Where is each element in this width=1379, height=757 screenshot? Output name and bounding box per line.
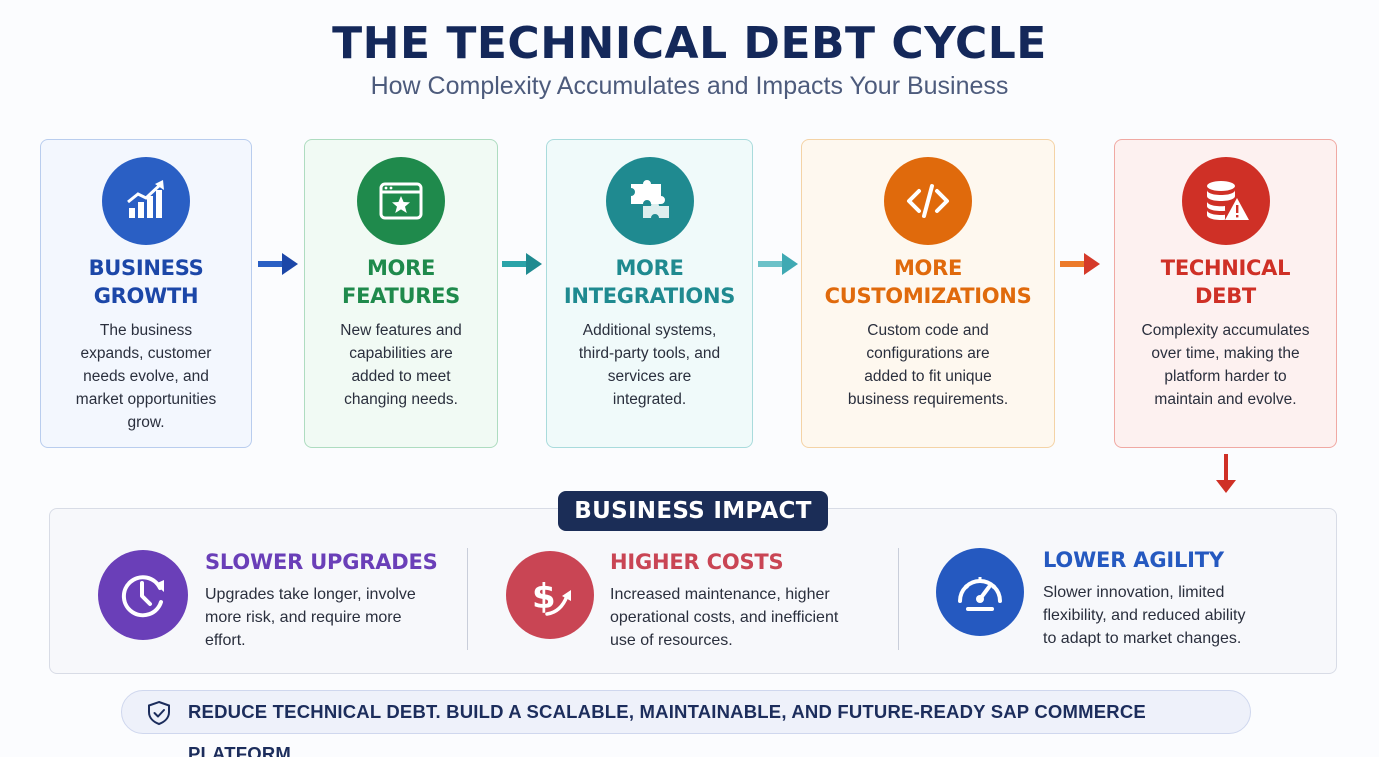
card-title: MORE FEATURES bbox=[342, 256, 460, 308]
database-warning-icon bbox=[1181, 157, 1270, 245]
divider bbox=[898, 548, 899, 650]
arrow-right-icon bbox=[758, 253, 798, 275]
card-description: Additional systems, third-party tools, a… bbox=[578, 322, 721, 408]
card-description: New features and capabilities are added … bbox=[340, 322, 462, 408]
browser-star-icon bbox=[357, 157, 445, 245]
speedometer-icon bbox=[936, 548, 1024, 636]
card-more-features: MORE FEATURES New features and capabilit… bbox=[304, 139, 498, 448]
dollar-arrow-icon: $ bbox=[506, 551, 594, 639]
code-icon bbox=[884, 157, 972, 245]
card-title: TECHNICAL DEBT bbox=[1160, 256, 1291, 308]
arrow-right-icon bbox=[1060, 253, 1100, 275]
page-subtitle: How Complexity Accumulates and Impacts Y… bbox=[370, 72, 1009, 100]
page-title: THE TECHNICAL DEBT CYCLE bbox=[332, 18, 1047, 69]
impact-description: Increased maintenance, higher operationa… bbox=[610, 586, 839, 649]
arrow-right-icon bbox=[502, 253, 542, 275]
footer-banner: REDUCE TECHNICAL DEBT. BUILD A SCALABLE,… bbox=[121, 690, 1251, 757]
impact-title: SLOWER UPGRADES bbox=[205, 550, 438, 574]
card-more-integrations: MORE INTEGRATIONS Additional systems, th… bbox=[546, 139, 753, 448]
card-title: MORE INTEGRATIONS bbox=[563, 256, 736, 308]
card-description: Custom code and configurations are added… bbox=[847, 322, 1009, 408]
impact-description: Slower innovation, limited flexibility, … bbox=[1043, 584, 1246, 647]
card-business-growth: BUSINESS GROWTH The business expands, cu… bbox=[40, 139, 252, 448]
impact-title: HIGHER COSTS bbox=[610, 550, 784, 574]
card-description: The business expands, customer needs evo… bbox=[75, 322, 217, 431]
card-technical-debt: TECHNICAL DEBT Complexity accumulates ov… bbox=[1114, 139, 1337, 448]
clock-icon bbox=[98, 550, 188, 640]
business-impact-panel bbox=[49, 508, 1337, 674]
growth-chart-icon bbox=[102, 157, 190, 245]
arrow-down-icon bbox=[1216, 454, 1236, 493]
svg-text:$: $ bbox=[532, 577, 556, 617]
card-more-customizations: MORE CUSTOMIZATIONS Custom code and conf… bbox=[801, 139, 1055, 448]
arrow-right-icon bbox=[258, 253, 298, 275]
card-description: Complexity accumulates over time, making… bbox=[1141, 322, 1310, 408]
card-title: BUSINESS GROWTH bbox=[88, 256, 204, 308]
impact-title: LOWER AGILITY bbox=[1043, 548, 1224, 572]
business-impact-label: BUSINESS IMPACT bbox=[558, 491, 828, 531]
card-title: MORE CUSTOMIZATIONS bbox=[824, 256, 1032, 308]
puzzle-icon bbox=[605, 157, 694, 245]
shield-check-icon bbox=[148, 700, 170, 726]
impact-description: Upgrades take longer, involve more risk,… bbox=[205, 586, 416, 649]
divider bbox=[467, 548, 468, 650]
footer-text: REDUCE TECHNICAL DEBT. BUILD A SCALABLE,… bbox=[188, 701, 1146, 757]
